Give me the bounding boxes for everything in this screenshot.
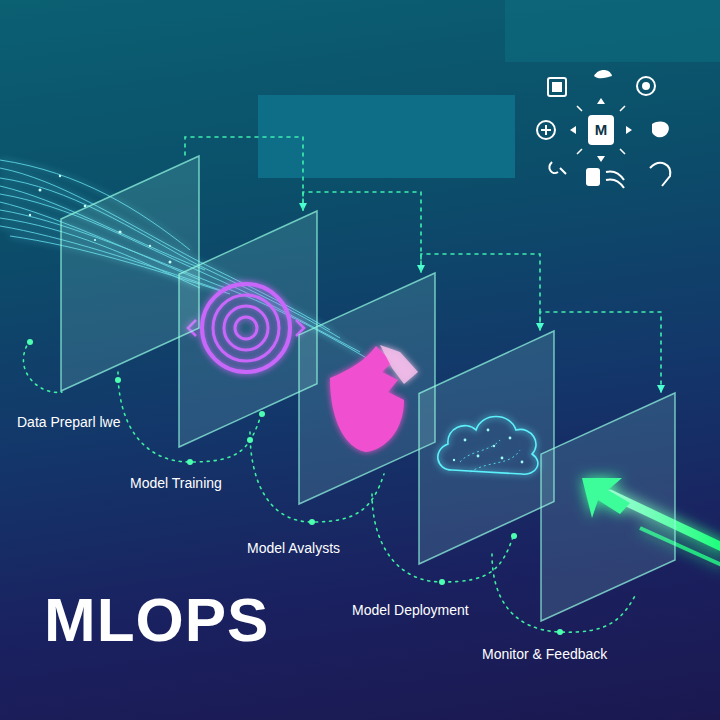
glass-panel-shape (418, 330, 555, 565)
glass-panel-shape (540, 392, 676, 622)
flow-connector (303, 192, 421, 272)
teal-block (505, 0, 720, 62)
flow-connector (185, 137, 303, 210)
glass-panel-outline (541, 393, 675, 621)
stage-label: Monitor & Feedback (482, 646, 607, 663)
glass-panel-outline (419, 331, 554, 564)
icon-cluster (537, 70, 670, 188)
pipeline-panel: Model Deployment (418, 330, 555, 565)
stage-label: Model Deployment (352, 602, 469, 619)
glass-panel-outline (299, 273, 435, 504)
pipeline-panel: Model Avalysts (298, 272, 436, 505)
pipeline-panel: Model Training (178, 210, 318, 448)
stage-label: Model Training (130, 475, 222, 492)
flow-connector (421, 254, 540, 330)
stage-label: Data Preparl lwe (17, 414, 121, 431)
glass-panel-shape (178, 210, 318, 448)
diagram-title: MLOPS (44, 584, 269, 656)
pipeline-panel: Monitor & Feedback (540, 392, 676, 622)
glass-panel-shape (298, 272, 436, 505)
flow-connector (540, 312, 661, 392)
icon-letter: M (590, 121, 612, 139)
glass-panel-outline (179, 211, 317, 447)
stage-label: Model Avalysts (247, 540, 340, 557)
